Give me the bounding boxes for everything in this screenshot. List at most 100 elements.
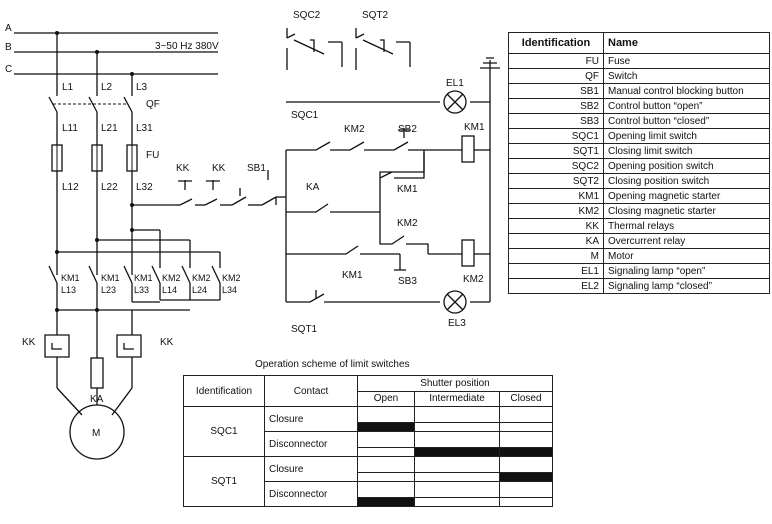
ops-position-cell (499, 446, 553, 458)
ops-position-cell (499, 406, 553, 423)
ops-position-cell (414, 496, 500, 508)
legend-identification: KM1 (508, 188, 604, 204)
ops-position-cell (414, 481, 500, 498)
sqc1-label: SQC1 (291, 110, 319, 121)
legend-identification: M (508, 248, 604, 264)
phase-wires: L1 L2 L3 (55, 31, 148, 93)
qf-label: QF (146, 99, 160, 110)
km1-hold-label: KM1 (397, 184, 418, 195)
ops-position-cell (357, 456, 415, 473)
sqt1-label: SQT1 (291, 324, 318, 335)
ops-position-cell (499, 456, 553, 473)
fu-label: FU (146, 150, 159, 161)
legend-identification: SQC2 (508, 158, 604, 174)
line-l22: L22 (101, 182, 118, 193)
sb1-label: SB1 (247, 163, 266, 174)
legend-identification: KA (508, 233, 604, 249)
km-contacts: KM1 KM1 KM1 KM2 KM2 KM2 L13 L23 L33 L14 … (48, 265, 241, 312)
legend-name: Closing position switch (603, 173, 770, 189)
km1-contact-1: KM1 (61, 273, 80, 283)
ops-row (184, 446, 553, 458)
bus-label-a: A (5, 23, 12, 34)
km2-hold-label: KM2 (397, 218, 418, 229)
fuse-line-l21: L21 (101, 123, 118, 134)
sqc2-label: SQC2 (293, 10, 321, 21)
legend-header-row: Identification Name (508, 32, 770, 54)
ops-identification: SQT1 (183, 456, 265, 507)
kk2-label: KK (212, 163, 226, 174)
ops-header-positions-row: Open Intermediate Closed (184, 390, 553, 407)
ops-position-cell (357, 496, 415, 508)
line-l13: L13 (61, 285, 76, 295)
ops-position-cell (357, 446, 415, 458)
ops-position-cell (357, 406, 415, 423)
supply-buses: A B C 3~50 Hz 380V (5, 23, 219, 75)
kk-right-label: KK (160, 337, 174, 348)
legend-identification: SB1 (508, 83, 604, 99)
ops-header-row: Identification Contact Shutter position (183, 375, 553, 407)
ops-position-cell (357, 431, 415, 448)
ops-position-cell (499, 496, 553, 508)
km2-contact-1: KM2 (162, 273, 181, 283)
legend-identification: SQC1 (508, 128, 604, 144)
bus-label-b: B (5, 42, 12, 53)
el3-label: EL3 (448, 318, 466, 329)
legend-name: Fuse (603, 53, 770, 69)
ops-contact: Closure (264, 456, 358, 482)
qf-switch: QF L11 L21 L31 (48, 88, 160, 145)
legend-identification: SQT1 (508, 143, 604, 159)
legend-header-identification: Identification (508, 32, 604, 54)
legend-name: Manual control blocking button (603, 83, 770, 99)
bus-label-c: C (5, 64, 12, 75)
km1-inter-label: KM1 (342, 270, 363, 281)
legend-identification: KK (508, 218, 604, 234)
operation-scheme-title: Operation scheme of limit switches (255, 359, 410, 370)
ops-position-cell (414, 421, 500, 433)
line-label-l1: L1 (62, 82, 74, 93)
legend-name: Opening magnetic starter (603, 188, 770, 204)
km2-coil-label: KM2 (463, 274, 484, 285)
ops-identification: SQC1 (183, 406, 265, 457)
legend-identification: QF (508, 68, 604, 84)
ops-position-cell (499, 481, 553, 498)
km1-contact-3: KM1 (134, 273, 153, 283)
ops-position-cell (357, 421, 415, 433)
sqt2-label: SQT2 (362, 10, 389, 21)
motor-label: M (92, 428, 100, 439)
fuse-line-l11: L11 (62, 123, 78, 134)
legend-header-name: Name (603, 32, 770, 54)
legend-identification: EL1 (508, 263, 604, 279)
ops-header-identification: Identification (183, 375, 265, 407)
legend-name: Motor (603, 248, 770, 264)
ops-position-cell (499, 421, 553, 433)
legend-name: Overcurrent relay (603, 233, 770, 249)
ops-row (184, 471, 553, 483)
ops-header-closed: Closed (499, 390, 553, 407)
ops-position-cell (499, 471, 553, 483)
sb2-label: SB2 (398, 124, 417, 135)
km1-contact-2: KM1 (101, 273, 120, 283)
legend-identification: SQT2 (508, 173, 604, 189)
ops-position-cell (414, 406, 500, 423)
ops-header-open: Open (357, 390, 415, 407)
line-label-l3: L3 (136, 82, 148, 93)
supply-label: 3~50 Hz 380V (155, 41, 219, 52)
fuse-line-l31: L31 (136, 123, 153, 134)
kk1-label: KK (176, 163, 190, 174)
ops-row (184, 496, 553, 508)
